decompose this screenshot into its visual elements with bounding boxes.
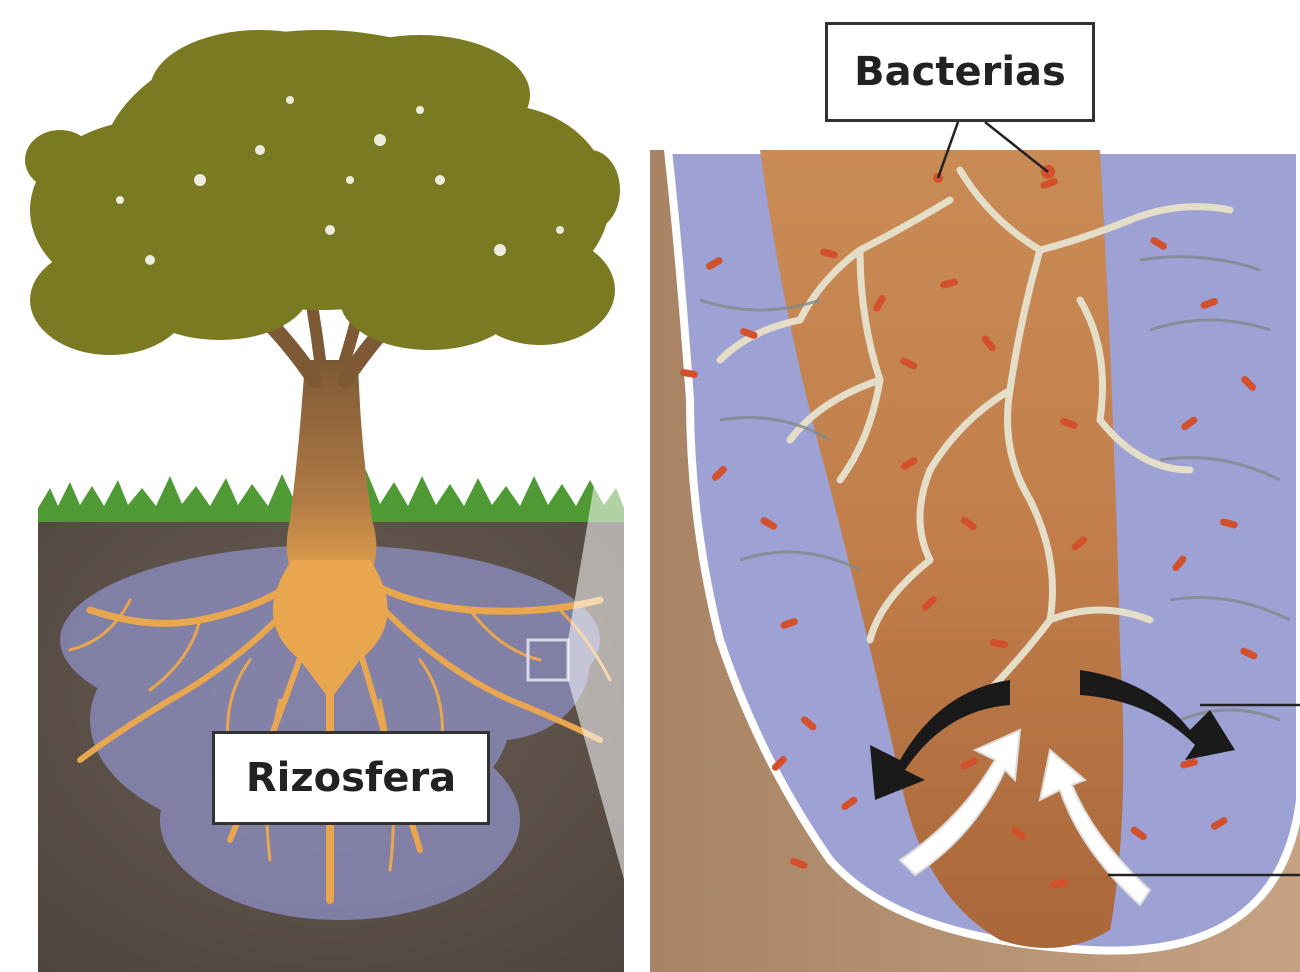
bacteria-label: Bacterias	[825, 22, 1095, 122]
zoom-panel	[568, 122, 1300, 972]
tree-canopy	[25, 30, 620, 355]
tree-trunk	[287, 360, 377, 590]
rhizosphere-label: Rizosfera	[212, 731, 490, 825]
